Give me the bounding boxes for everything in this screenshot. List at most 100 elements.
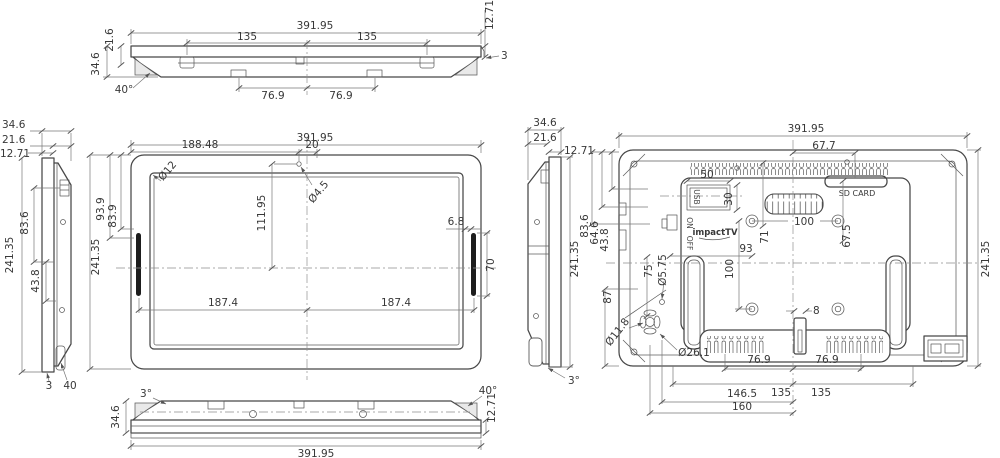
dim-front-span-left: 187.4 — [208, 297, 238, 309]
dim-left-height: 241.35 — [4, 237, 16, 274]
front-dimensions: 391.95 188.48 20 Ø12 Ø4.5 111.95 241.35 … — [86, 132, 497, 373]
dim-bottom-bevel: 40° — [479, 385, 498, 397]
dim-back-jack-boss: Ø11.8 — [603, 316, 632, 348]
brand-logo: impactTV — [692, 228, 737, 238]
dim-top-boss-left: 76.9 — [261, 90, 284, 102]
dim-left-glass-thickness: 12.71 — [0, 148, 30, 160]
side-port-2 — [618, 229, 627, 251]
dim-back-leg-right: 135 — [811, 387, 831, 399]
dim-back-sd-offset: 67.7 — [812, 140, 835, 152]
dim-bottom-overall-width: 391.95 — [298, 448, 335, 458]
dim-bottom-tilt: 3° — [140, 388, 152, 400]
dim-back-edge-1: 83.6 — [579, 214, 591, 238]
dim-left-offset-1: 83.6 — [19, 211, 31, 235]
dim-top-total-depth: 34.6 — [90, 52, 102, 76]
bottom-dimensions: 3° 40° 34.6 12.71 391.95 — [110, 385, 498, 458]
dim-top-housing-depth: 21.6 — [104, 28, 116, 52]
dim-right-tilt: 3° — [568, 375, 580, 387]
dim-front-height: 241.35 — [90, 239, 102, 276]
back-labels: USB SD CARD ON OFF impactTV — [685, 189, 875, 250]
dim-top-bevel-angle: 40° — [115, 84, 134, 96]
left-side-outline — [41, 157, 72, 373]
dim-left-offset-2: 43.8 — [30, 269, 42, 292]
dim-front-hole-x: 188.48 — [182, 139, 219, 151]
usb-label: USB — [692, 189, 701, 204]
heatsink-grille — [764, 193, 824, 215]
sensor-hole — [296, 161, 302, 167]
dim-front-hole-x2: 20 — [305, 139, 318, 151]
dim-front-corner-radius: Ø12 — [156, 159, 179, 183]
dim-bottom-total-depth: 34.6 — [110, 405, 122, 429]
top-view-outline — [130, 40, 485, 95]
dim-back-vesa-y: 100 — [724, 259, 736, 279]
left-side-view: 34.6 21.6 12.71 241.35 83.6 43.8 3 40 — [0, 119, 77, 392]
dim-front-speaker-off-2: 83.9 — [107, 204, 119, 227]
dim-back-slot-left: 76.9 — [747, 354, 770, 366]
dim-back-top-offset: 71 — [759, 230, 771, 243]
usb-port — [686, 184, 731, 211]
back-view: USB SD CARD ON OFF impactTV 391.95 67.7 … — [579, 123, 992, 417]
switch-on-label: ON — [685, 217, 694, 229]
top-view-dimensions: 391.95 135 135 21.6 34.6 76.9 76.9 40° 1… — [90, 0, 508, 102]
dim-front-span-right: 187.4 — [381, 297, 411, 309]
dc-jack — [639, 309, 661, 335]
dim-front-speaker-off-1: 93.9 — [95, 197, 107, 220]
top-view: 391.95 135 135 21.6 34.6 76.9 76.9 40° 1… — [90, 0, 508, 102]
dim-top-span-right: 135 — [357, 31, 377, 43]
dim-top-overall-width: 391.95 — [297, 20, 334, 32]
dim-back-usb-height: 30 — [723, 192, 735, 205]
dim-left-housing-depth: 21.6 — [2, 134, 26, 146]
sd-card-slot — [824, 175, 888, 188]
dim-top-boss-right: 76.9 — [329, 90, 352, 102]
left-side-dimensions: 34.6 21.6 12.71 241.35 83.6 43.8 3 40 — [0, 119, 77, 392]
dim-front-speaker-gap: 6.8 — [448, 216, 465, 228]
dim-back-sd-side: 67.5 — [841, 224, 853, 247]
dim-back-usb-width: 50 — [700, 169, 713, 181]
dim-back-recess-dia: Ø26.1 — [678, 347, 710, 359]
dim-front-overall-width: 391.95 — [297, 132, 334, 144]
dim-bottom-glass-thickness: 12.71 — [486, 393, 498, 423]
stand-leg-right — [885, 255, 907, 350]
dim-back-screw-dia: Ø5.75 — [657, 254, 669, 286]
dim-back-jack-y: 87 — [602, 290, 614, 303]
dim-right-total-depth: 34.6 — [533, 117, 557, 129]
vent-strip — [690, 163, 890, 175]
dim-back-overall-width: 391.95 — [788, 123, 825, 135]
dim-back-switch-offset: 93 — [739, 243, 752, 255]
screw-hole — [659, 299, 665, 305]
power-switch — [666, 214, 678, 231]
dim-back-span-160: 160 — [732, 401, 752, 413]
dim-back-edge-2: 64.6 — [589, 221, 601, 245]
dim-back-slot-right: 76.9 — [815, 354, 838, 366]
dim-front-hole-dia: Ø4.5 — [306, 179, 331, 206]
dim-top-glass-thickness: 12.71 — [484, 0, 496, 30]
dim-right-glass-thickness: 12.71 — [564, 145, 594, 157]
dim-back-height: 241.35 — [980, 241, 992, 278]
side-port-1 — [618, 202, 627, 216]
dim-back-leg-left: 135 — [771, 387, 791, 399]
dim-top-span-left: 135 — [237, 31, 257, 43]
dim-back-jack-x: 75 — [643, 264, 655, 277]
dim-back-span-1465: 146.5 — [727, 388, 757, 400]
dim-left-edge-step: 3 — [46, 380, 53, 392]
switch-off-label: OFF — [685, 236, 694, 251]
speaker-grille-right — [471, 233, 476, 296]
center-tab — [793, 317, 807, 355]
dim-back-edge-3: 43.8 — [599, 228, 611, 251]
front-outline — [116, 138, 496, 380]
dim-top-edge-step: 3 — [501, 50, 508, 62]
dim-back-tab-width: 8 — [813, 305, 820, 317]
right-side-outline — [527, 156, 562, 368]
bottom-view: 3° 40° 34.6 12.71 391.95 — [110, 385, 498, 458]
dim-right-height: 241.35 — [569, 241, 581, 278]
right-side-view: 34.6 21.6 12.71 241.35 3° — [524, 117, 594, 387]
right-side-dimensions: 34.6 21.6 12.71 241.35 3° — [524, 117, 594, 387]
dim-front-speaker-height: 70 — [485, 258, 497, 271]
dim-back-vesa-x: 100 — [794, 216, 814, 228]
bottom-outline — [130, 400, 482, 439]
front-view: 391.95 188.48 20 Ø12 Ø4.5 111.95 241.35 … — [86, 132, 497, 380]
dim-left-total-depth: 34.6 — [2, 119, 26, 131]
dim-right-housing-depth: 21.6 — [533, 132, 557, 144]
dim-front-hole-y: 111.95 — [256, 195, 268, 232]
